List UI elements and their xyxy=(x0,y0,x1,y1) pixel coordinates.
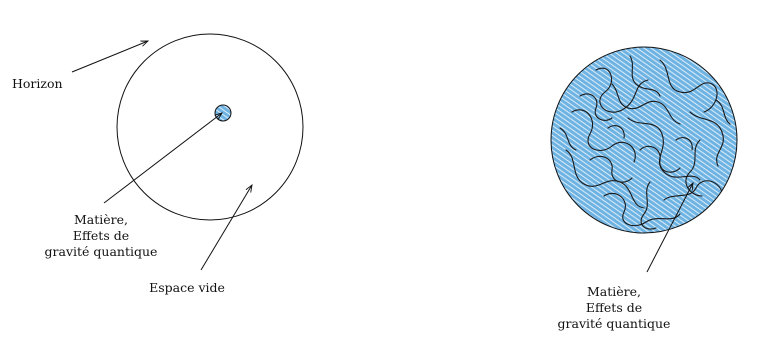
left-matter-label-line2: Effets de xyxy=(73,228,129,243)
empty-space-arrow xyxy=(201,185,252,270)
horizon-circle xyxy=(117,34,303,220)
right-matter-label-line3: gravité quantique xyxy=(558,316,671,331)
right-panel: Matière, Effets de gravité quantique xyxy=(551,47,737,331)
left-matter-label-line3: gravité quantique xyxy=(45,244,158,259)
matter-core xyxy=(215,105,231,121)
left-panel: Horizon Matière, Effets de gravité quant… xyxy=(12,34,303,295)
matter-arrow xyxy=(104,113,222,203)
horizon-label: Horizon xyxy=(12,76,63,91)
horizon-arrow xyxy=(72,41,148,72)
left-matter-label-line1: Matière, xyxy=(74,212,128,227)
right-matter-label-line2: Effets de xyxy=(586,300,642,315)
empty-space-label: Espace vide xyxy=(149,280,225,295)
filled-horizon-circle xyxy=(551,47,737,233)
right-matter-label-line1: Matière, xyxy=(587,284,641,299)
